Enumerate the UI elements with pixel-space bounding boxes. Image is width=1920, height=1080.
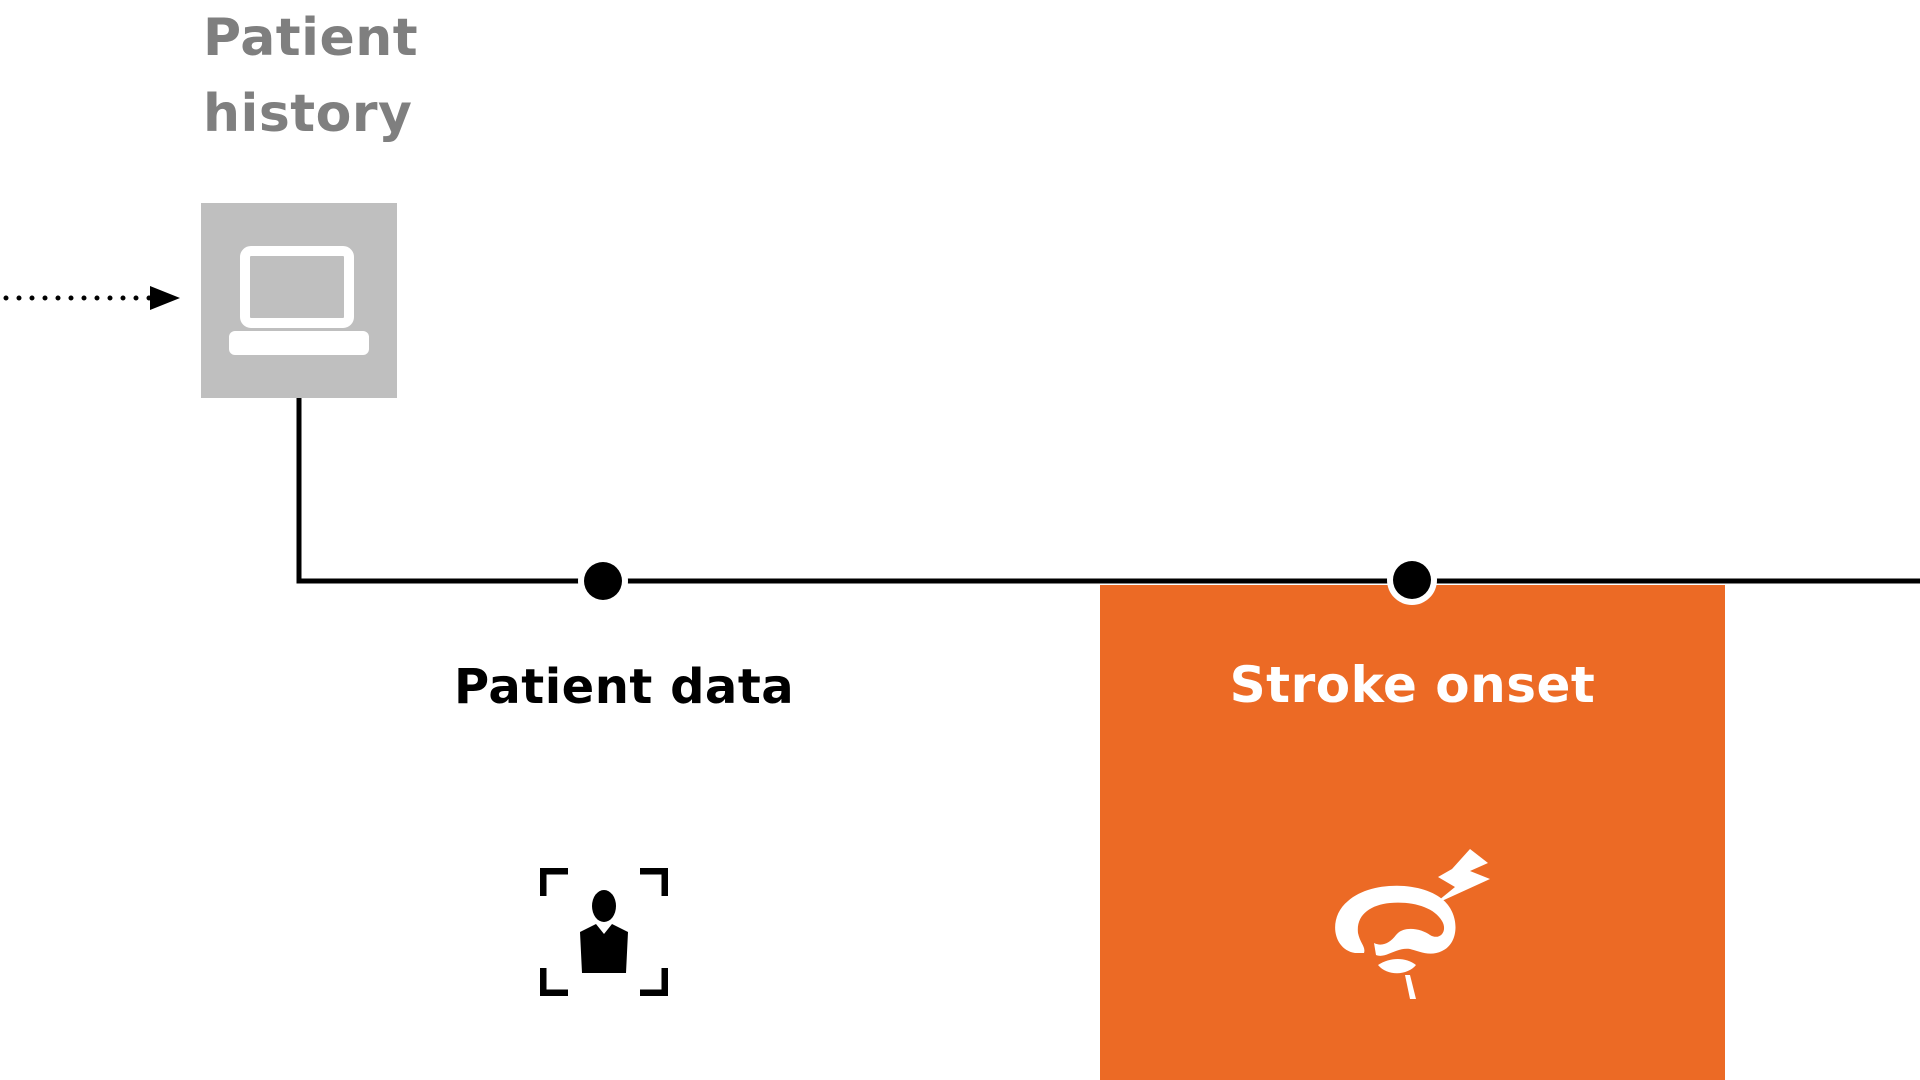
timeline-line — [296, 398, 1920, 584]
stroke-onset-dot — [1393, 561, 1431, 599]
brain-lightning-icon-wrap — [1330, 847, 1500, 1007]
patient-id-icon — [539, 867, 669, 997]
patient-data-dot — [584, 562, 622, 600]
patient-data-label: Patient data — [454, 659, 795, 715]
incoming-dotted-arrow — [3, 286, 180, 310]
brain-lightning-icon — [1335, 849, 1490, 999]
patient-id-icon-wrap — [539, 867, 669, 997]
patient-history-label: Patient history — [203, 8, 419, 144]
patient-history-box — [201, 203, 397, 398]
arrowhead — [150, 286, 180, 310]
laptop-icon — [229, 246, 369, 355]
stroke-onset-label: Stroke onset — [1229, 656, 1596, 714]
